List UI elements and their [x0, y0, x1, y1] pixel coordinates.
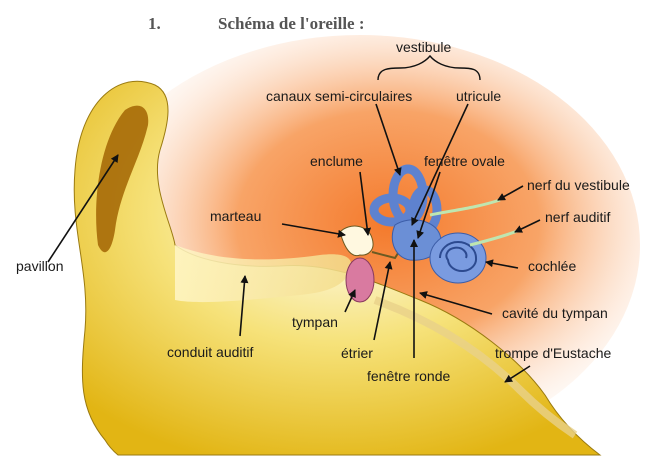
- label-marteau: marteau: [210, 208, 261, 224]
- tympan-membrane: [346, 258, 374, 302]
- label-nerf-du-vestibule: nerf du vestibule: [527, 177, 630, 193]
- label-utricule: utricule: [456, 88, 501, 104]
- label-cochlee: cochlée: [528, 258, 576, 274]
- label-tympan: tympan: [292, 314, 338, 330]
- label-trompe-d-eustache: trompe d'Eustache: [495, 345, 612, 361]
- label-pavillon: pavillon: [16, 258, 63, 274]
- label-canaux-semi-circulaires: canaux semi-circulaires: [266, 88, 412, 104]
- label-fenetre-ronde: fenêtre ronde: [367, 368, 450, 384]
- label-fenetre-ovale: fenêtre ovale: [424, 153, 505, 169]
- label-cavite-du-tympan: cavité du tympan: [502, 305, 608, 321]
- label-etrier: étrier: [341, 345, 373, 361]
- label-enclume: enclume: [310, 153, 363, 169]
- label-nerf-auditif: nerf auditif: [545, 209, 610, 225]
- cochlea: [430, 233, 486, 283]
- label-vestibule: vestibule: [396, 39, 451, 55]
- label-conduit-auditif: conduit auditif: [167, 344, 254, 360]
